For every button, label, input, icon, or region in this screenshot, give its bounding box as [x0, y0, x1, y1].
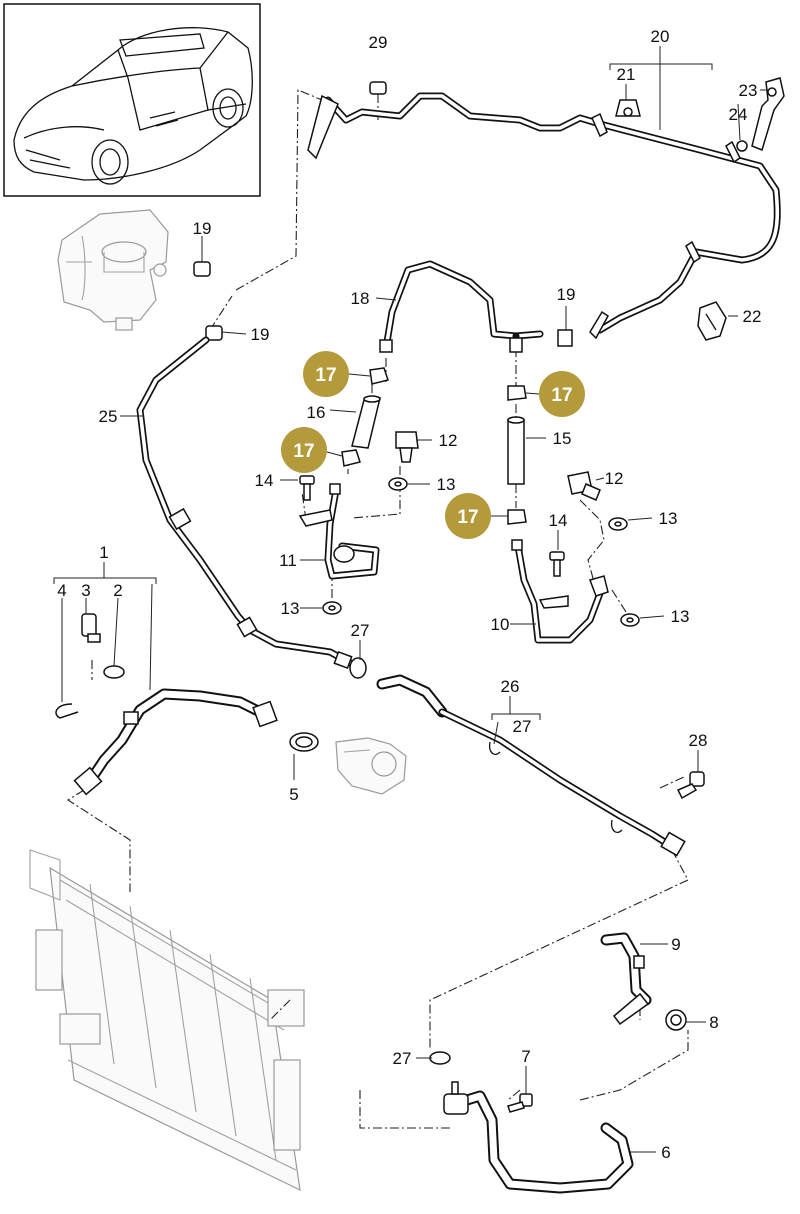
- part-14-screw-b: [549, 551, 565, 577]
- part-label[interactable]: 13: [659, 509, 678, 528]
- part-label[interactable]: 10: [491, 615, 510, 634]
- badge-text: 17: [315, 365, 336, 386]
- part-27-clamp-a: [349, 657, 367, 679]
- part-13-washer-d: [620, 613, 640, 627]
- part-label[interactable]: 14: [255, 471, 274, 490]
- highlight-badge-17[interactable]: 17: [281, 427, 327, 473]
- part-17-clamp-b: [341, 449, 361, 467]
- hose-9: [600, 932, 652, 1026]
- part-17-clamp-a: [369, 367, 389, 385]
- part-label[interactable]: 4: [57, 581, 66, 600]
- highlight-badge-17[interactable]: 17: [303, 351, 349, 397]
- highlight-badge-17[interactable]: 17: [445, 493, 491, 539]
- part-label[interactable]: 3: [81, 581, 90, 600]
- part-12-bolt-b: [567, 471, 601, 501]
- part-label[interactable]: 27: [513, 717, 532, 736]
- part-label[interactable]: 9: [671, 935, 680, 954]
- part-7-bolt: [507, 1093, 533, 1113]
- hose-25: [136, 336, 360, 670]
- part-3-sensor: [81, 613, 101, 643]
- part-27-clamp-b: [429, 1051, 451, 1065]
- part-label[interactable]: 11: [279, 551, 297, 570]
- part-label[interactable]: 16: [307, 403, 326, 422]
- part-label[interactable]: 13: [671, 607, 690, 626]
- part-labels: 29 20 21 23 24 19 19 19 18 22 25 16 15 1…: [57, 27, 761, 1162]
- leader-lines: [53, 46, 768, 1153]
- part-14-screw-a: [299, 475, 315, 501]
- part-label[interactable]: 12: [439, 431, 458, 450]
- part-16-hose: [351, 395, 381, 449]
- part-label[interactable]: 24: [729, 105, 748, 124]
- part-13-washer-b: [322, 601, 342, 615]
- part-19-clip-a: [193, 261, 211, 277]
- part-28-bolt: [676, 771, 705, 800]
- part-label[interactable]: 19: [557, 285, 576, 304]
- badge-text: 17: [551, 385, 572, 406]
- part-15-hose: [507, 416, 525, 485]
- part-19-clip-c: [557, 329, 573, 347]
- hose-1: [73, 688, 278, 796]
- part-24-nut: [736, 140, 748, 152]
- hose-6: [443, 1081, 634, 1194]
- part-23-bracket: [751, 77, 785, 152]
- part-label[interactable]: 22: [743, 307, 762, 326]
- part-8-clamp: [665, 1009, 687, 1031]
- part-17-clamp-d: [507, 509, 527, 525]
- part-label[interactable]: 8: [709, 1013, 718, 1032]
- part-label[interactable]: 5: [289, 785, 298, 804]
- part-label[interactable]: 20: [651, 27, 670, 46]
- part-label[interactable]: 19: [251, 325, 270, 344]
- part-label[interactable]: 6: [661, 1143, 670, 1162]
- hose-18: [379, 260, 544, 353]
- thermostat-housing-ghost: [335, 737, 407, 795]
- part-29-connector: [369, 81, 387, 95]
- part-label[interactable]: 29: [369, 33, 388, 52]
- part-12-bolt-a: [395, 431, 419, 463]
- pipe-11: [298, 483, 380, 580]
- highlight-badge-17[interactable]: 17: [539, 371, 585, 417]
- part-label[interactable]: 2: [113, 581, 122, 600]
- part-label[interactable]: 25: [99, 407, 118, 426]
- coolant-reservoir-ghost: [57, 209, 169, 331]
- hose-20: [307, 92, 781, 340]
- part-label[interactable]: 7: [521, 1047, 530, 1066]
- part-19-clip-b: [205, 325, 223, 341]
- part-5-clamp: [289, 732, 319, 752]
- part-label[interactable]: 13: [281, 599, 300, 618]
- part-2-oring: [103, 665, 125, 679]
- part-label[interactable]: 28: [689, 731, 708, 750]
- pipe-10: [511, 539, 609, 644]
- part-label[interactable]: 1: [99, 543, 108, 562]
- part-label[interactable]: 23: [739, 81, 758, 100]
- part-17-clamp-c: [507, 385, 527, 401]
- radiator-ghost: [29, 849, 305, 1192]
- part-label[interactable]: 19: [193, 219, 212, 238]
- badge-text: 17: [457, 507, 478, 528]
- part-label[interactable]: 21: [617, 65, 636, 84]
- part-label[interactable]: 27: [393, 1049, 412, 1068]
- part-22-clip: [697, 301, 727, 341]
- part-label[interactable]: 15: [553, 429, 572, 448]
- part-4-clip: [55, 703, 79, 719]
- part-label[interactable]: 27: [351, 621, 370, 640]
- badge-text: 17: [293, 441, 314, 462]
- part-13-washer-c: [608, 517, 628, 531]
- vehicle-thumbnail: [3, 3, 261, 197]
- part-label[interactable]: 18: [351, 289, 370, 308]
- part-label[interactable]: 13: [437, 475, 456, 494]
- hose-26: [376, 674, 686, 857]
- badge-leaders: [326, 373, 540, 517]
- part-13-washer-a: [388, 477, 408, 491]
- part-label[interactable]: 26: [501, 677, 520, 696]
- part-21-clamp: [615, 99, 641, 117]
- part-label[interactable]: 12: [605, 469, 624, 488]
- part-label[interactable]: 14: [549, 511, 568, 530]
